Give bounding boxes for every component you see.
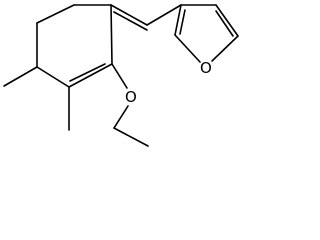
ethyl-bond [113,127,149,147]
cyclohexene-ring [36,4,113,88]
ring-bond [68,63,113,88]
exocyclic-double-bond [110,4,148,26]
furan-bond [174,4,182,36]
furan-bond [215,4,239,37]
ring-double-bond [69,63,106,82]
furan-bond [174,34,201,63]
methine-bond [146,4,182,26]
methyl-bond [3,66,38,87]
furan-bond [211,35,239,62]
ring-bond [110,4,113,65]
chemical-structure-diagram: O O [3,4,239,147]
furan-ring [174,4,239,63]
furan-oxygen-label: O [200,59,212,77]
ethyl-bond [113,105,129,129]
ring-bond [36,4,75,24]
ring-bond [36,66,70,88]
exocyclic-double-bond [113,11,148,31]
furan-double-bond [215,10,234,37]
ether-oxygen-label: O [125,88,137,106]
ether-bond [111,63,128,89]
furan-double-bond [179,9,186,35]
